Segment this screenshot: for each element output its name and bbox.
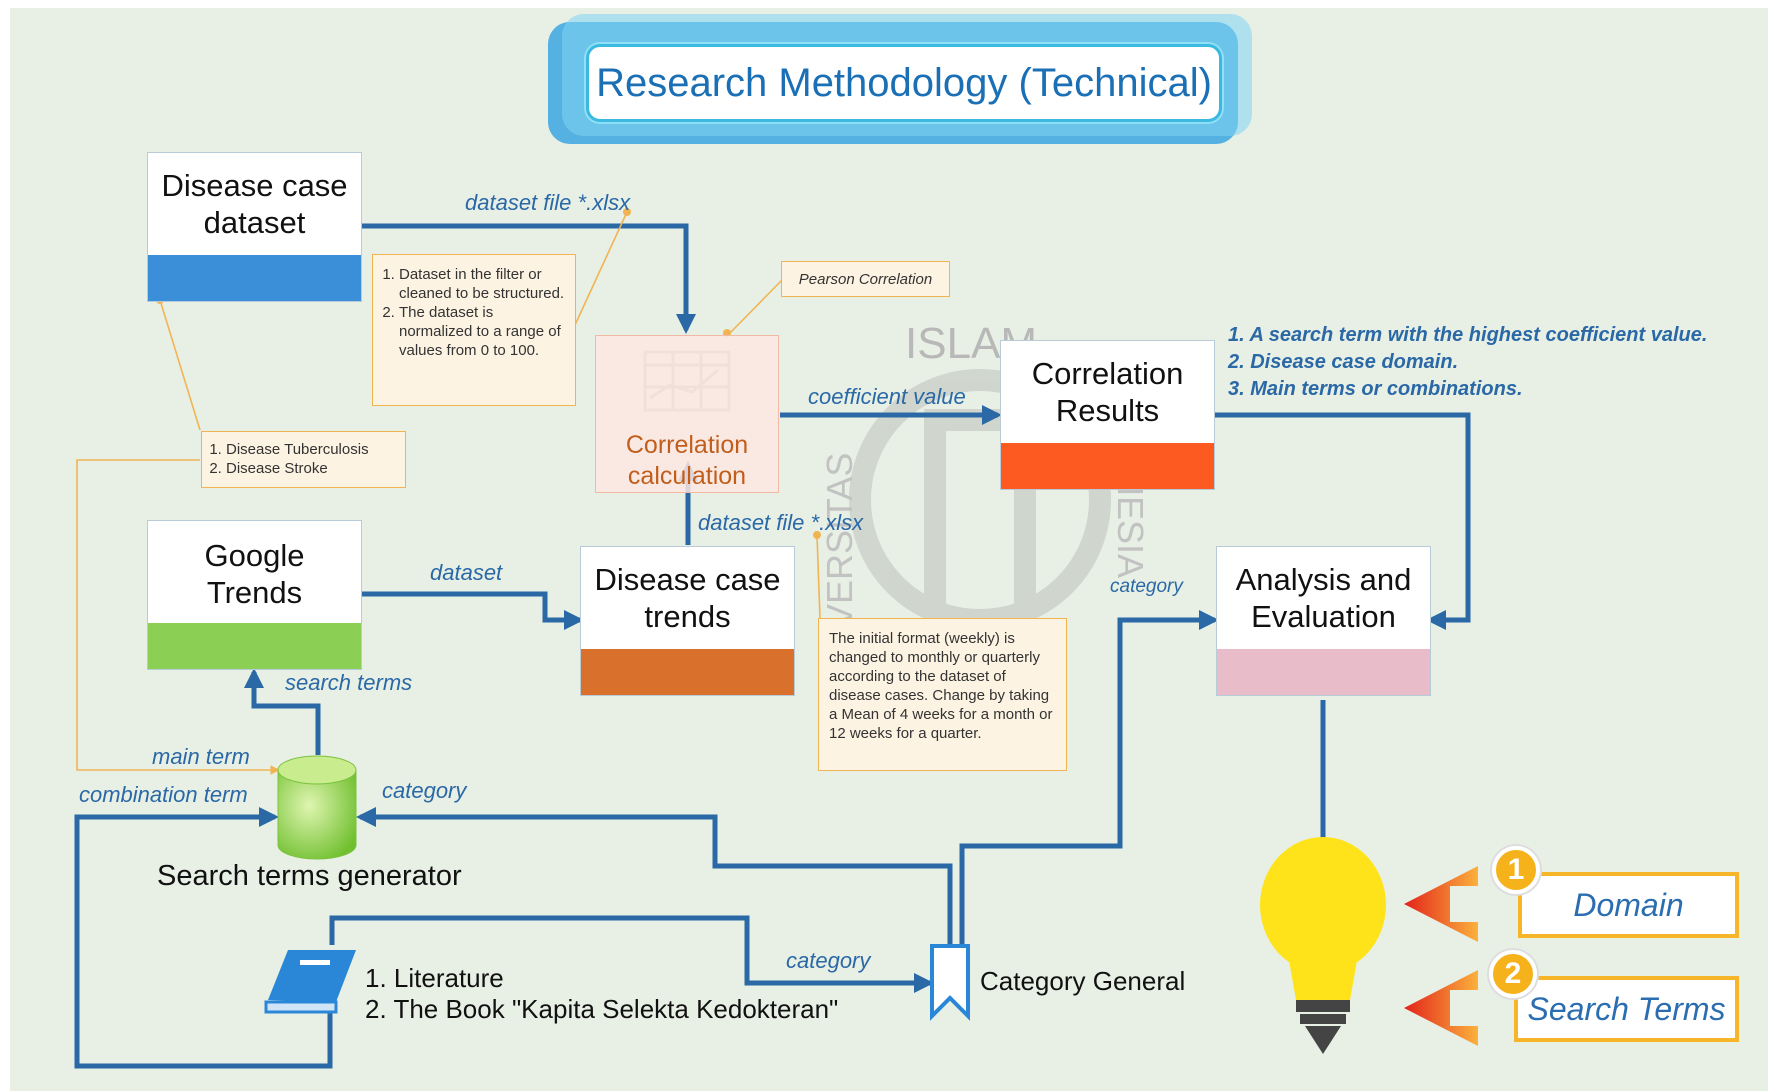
flow-arrows: [74, 223, 1471, 1069]
edge-label-category-analysis: category: [1110, 576, 1183, 597]
note-leaders: [76, 211, 821, 775]
note-pearson: Pearson Correlation: [781, 261, 950, 297]
key-point: 2. Disease case domain.: [1228, 351, 1459, 373]
node-correlation-calculation: Correlation calculation: [595, 335, 779, 493]
key-points-list: 1. A search term with the highest coeffi…: [1228, 322, 1707, 403]
leader-format: [816, 534, 821, 619]
node-label-line1: Correlation: [625, 431, 749, 459]
literature-item: 2. The Book "Kapita Selekta Kedokteran": [365, 994, 839, 1024]
node-disease-case-trends: Disease case trends: [580, 546, 795, 696]
note-format-change: The initial format (weekly) is changed t…: [818, 618, 1067, 771]
pointer-arrow-search-terms: [1404, 970, 1478, 1046]
database-cylinder-icon: [277, 755, 357, 860]
note-diseases: Disease Tuberculosis Disease Stroke: [201, 431, 406, 488]
edge-label-category-generator: category: [382, 778, 467, 803]
arrow-literature-to-category: [329, 915, 934, 993]
node-label-line2: dataset: [203, 205, 306, 240]
bookmark-icon: [930, 944, 970, 1021]
note-item: Disease Stroke: [226, 459, 399, 478]
edge-label-dataset-file-mid: dataset file *.xlsx: [698, 510, 864, 535]
node-label-line1: Analysis and: [1235, 562, 1412, 597]
page-title: Research Methodology (Technical): [586, 44, 1222, 122]
arrow-literature-to-generator: [74, 807, 333, 1069]
edge-label-main-term: main term: [152, 744, 250, 769]
edge-label-dataset-file-top: dataset file *.xlsx: [465, 190, 631, 215]
pointer-arrow-domain: [1404, 866, 1478, 942]
arrow-results-to-analysis: [1215, 412, 1471, 630]
node-google-trends: Google Trends: [147, 520, 362, 670]
legend-domain-box: Domain: [1518, 872, 1739, 938]
leader-diseases: [159, 299, 201, 431]
node-label-line2: Results: [1055, 393, 1160, 428]
lightbulb-icon: [1260, 837, 1386, 1054]
edge-label-combination-term: combination term: [79, 782, 248, 807]
search-terms-generator-label: Search terms generator: [157, 860, 462, 892]
node-label-line1: Correlation: [1031, 356, 1184, 391]
arrow-google-to-trends: [362, 591, 584, 630]
note-item: Dataset in the filter or cleaned to be s…: [399, 265, 567, 303]
node-correlation-results: Correlation Results: [1000, 340, 1215, 490]
edge-label-category-literature: category: [786, 948, 871, 973]
node-label-line1: Disease case: [161, 168, 348, 203]
node-label-line2: Trends: [206, 575, 303, 610]
legend-badge-1: 1: [1492, 846, 1540, 894]
edge-label-coefficient-value: coefficient value: [808, 384, 966, 409]
node-analysis-evaluation: Analysis and Evaluation: [1216, 546, 1431, 696]
legend-badge-2: 2: [1489, 950, 1537, 998]
book-icon: [264, 950, 356, 1014]
node-color-bar: [148, 623, 361, 669]
node-color-bar: [1217, 649, 1430, 695]
note-item: Disease Tuberculosis: [226, 440, 399, 459]
node-color-bar: [148, 255, 361, 301]
note-item: The dataset is normalized to a range of …: [399, 303, 567, 360]
node-label-line1: Disease case: [594, 562, 781, 597]
leader-pearson: [729, 279, 783, 334]
arrow-category-to-generator: [356, 807, 953, 945]
node-label-line2: trends: [644, 599, 731, 634]
node-label-line1: Google: [204, 538, 305, 573]
arrow-category-to-analysis: [959, 610, 1219, 945]
category-general-label: Category General: [980, 966, 1186, 996]
arrow-generator-to-google: [244, 668, 321, 755]
node-disease-case-dataset: Disease case dataset: [147, 152, 362, 302]
edge-label-search-terms: search terms: [285, 670, 413, 695]
edge-label-dataset: dataset: [430, 560, 503, 585]
node-label-line2: Evaluation: [1251, 599, 1396, 634]
node-color-bar: [581, 649, 794, 695]
note-preprocess: Dataset in the filter or cleaned to be s…: [372, 254, 576, 406]
arrow-dataset-to-correlation: [362, 223, 696, 334]
key-point: 1. A search term with the highest coeffi…: [1228, 324, 1708, 346]
key-point: 3. Main terms or combinations.: [1228, 378, 1523, 400]
node-label-line2: calculation: [627, 462, 747, 490]
legend-search-terms-box: Search Terms: [1514, 976, 1739, 1042]
literature-item: 1. Literature: [365, 963, 504, 993]
leader-main-term: [76, 459, 280, 775]
node-color-bar: [1001, 443, 1214, 489]
leader-preprocess: [574, 211, 628, 326]
